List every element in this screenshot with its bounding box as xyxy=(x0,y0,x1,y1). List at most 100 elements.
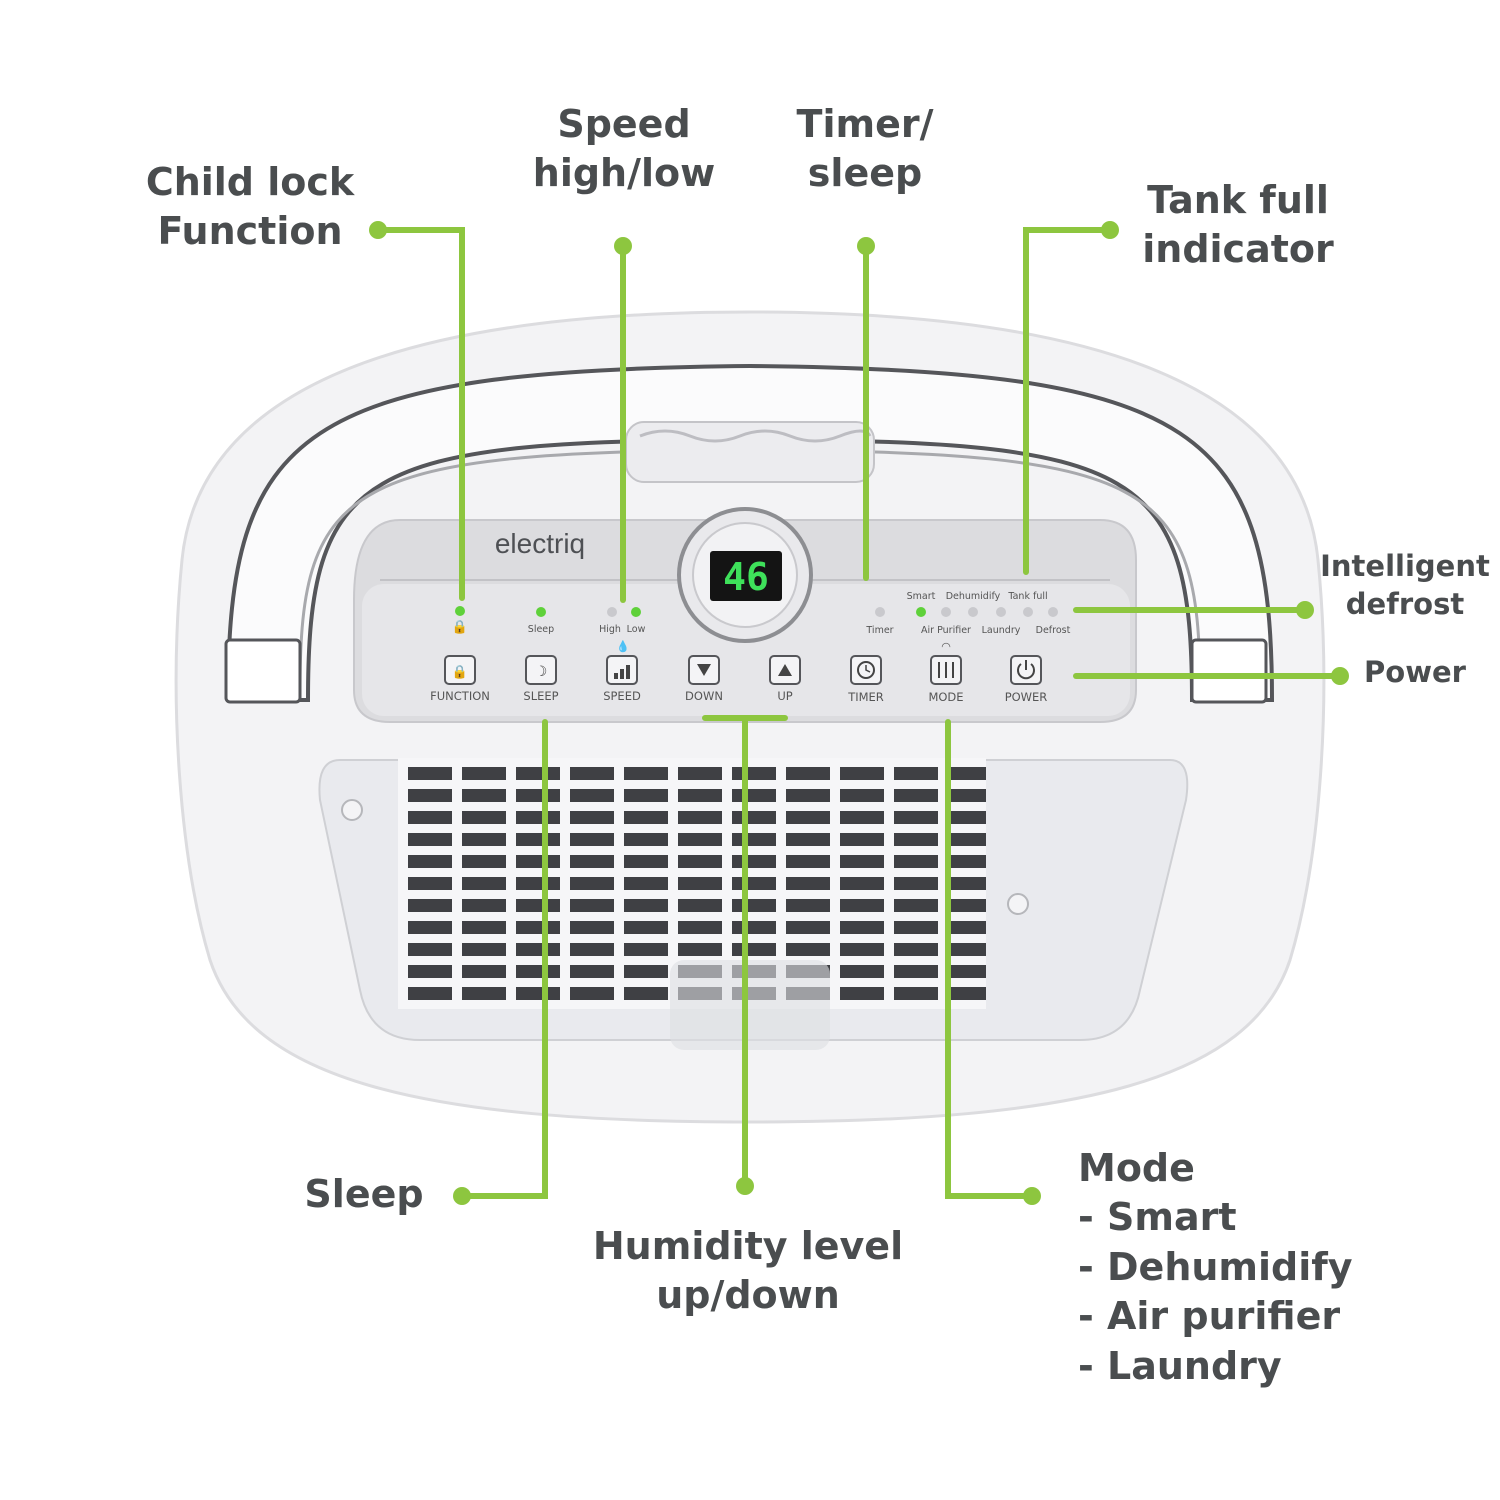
air-purifier-indicator-label: Air Purifier xyxy=(921,625,971,636)
moon-icon: ☽ xyxy=(535,664,548,680)
button-label-mode: MODE xyxy=(928,690,963,704)
screw-left xyxy=(341,799,363,821)
button-function[interactable]: 🔒 FUNCTION xyxy=(430,655,490,703)
callout-humidity: Humidity level up/down xyxy=(580,1222,916,1321)
grille-slat-horizontal xyxy=(398,890,986,899)
button-power[interactable]: POWER xyxy=(1005,655,1048,704)
speed-bar-3 xyxy=(626,665,630,679)
callout-timer: Timer/ sleep xyxy=(760,100,970,199)
button-label-timer: TIMER xyxy=(847,690,884,704)
timer-led xyxy=(875,607,885,617)
callout-child-lock: Child lock Function xyxy=(120,158,380,257)
grille-slat-horizontal xyxy=(398,868,986,877)
laundry-led xyxy=(996,607,1006,617)
dot-sleep xyxy=(453,1187,471,1205)
callout-speed-line1: Speed xyxy=(557,102,691,146)
sleep-led xyxy=(536,607,546,617)
handle-foot-right xyxy=(1190,638,1268,704)
grille-slat-horizontal xyxy=(398,846,986,855)
callout-humidity-line1: Humidity level xyxy=(592,1224,904,1268)
dot-timer xyxy=(857,237,875,255)
callout-defrost-line2: defrost xyxy=(1345,586,1465,621)
arrow-up-icon xyxy=(778,664,792,676)
leader-lines xyxy=(375,227,1343,1199)
power-icon xyxy=(1017,663,1035,680)
air-purifier-led xyxy=(941,607,951,617)
laundry-indicator-label: Laundry xyxy=(982,625,1021,636)
button-down[interactable]: DOWN xyxy=(685,655,723,703)
grille-slat-horizontal xyxy=(398,780,986,789)
grille-slat-horizontal xyxy=(398,758,986,767)
humidity-display-value: 46 xyxy=(723,555,769,599)
speed-bars-icon xyxy=(614,673,618,679)
speed-low-led xyxy=(631,607,641,617)
handle-foot-left xyxy=(224,638,302,704)
sliders-icon xyxy=(938,662,954,678)
button-label-up: UP xyxy=(777,689,792,703)
grip-ridges xyxy=(639,429,872,443)
callout-mode: Mode - Smart - Dehumidify - Air purifier… xyxy=(1078,1144,1378,1391)
callout-child-lock-line2: Function xyxy=(157,209,343,254)
outer-handle xyxy=(225,363,1275,702)
callout-sleep: Sleep xyxy=(304,1172,424,1216)
grille-slat-vertical xyxy=(884,758,894,1008)
clock-icon xyxy=(857,661,875,679)
grille-slat-vertical xyxy=(830,758,840,1008)
speed-high-led xyxy=(607,607,617,617)
arrow-down-icon xyxy=(697,664,711,676)
mode-item-air-purifier: - Air purifier xyxy=(1078,1294,1341,1339)
callout-tank-full: Tank full indicator xyxy=(1118,176,1358,275)
button-up[interactable]: UP xyxy=(769,655,801,703)
water-drop-icon: 💧 xyxy=(616,640,630,653)
callout-speed: Speed high/low xyxy=(500,100,748,199)
button-label-down: DOWN xyxy=(685,689,723,703)
leader-humidity xyxy=(702,715,788,1189)
smart-led xyxy=(916,607,926,617)
leader-tank-full xyxy=(1023,227,1113,575)
callout-child-lock-line1: Child lock xyxy=(145,160,355,204)
grille-slat-horizontal xyxy=(398,824,986,833)
padlock-icon: 🔒 xyxy=(452,665,468,680)
dot-child-lock xyxy=(369,221,387,239)
leader-child-lock xyxy=(375,227,465,601)
grille-slat-vertical xyxy=(938,758,948,1008)
callout-timer-line2: sleep xyxy=(807,151,923,196)
grille-slat-horizontal xyxy=(398,802,986,811)
lock-icon: 🔒 xyxy=(452,620,468,635)
callout-power: Power xyxy=(1364,655,1466,689)
callout-tank-full-line1: Tank full xyxy=(1147,178,1329,222)
humidity-display xyxy=(710,551,782,601)
dot-mode xyxy=(1023,1187,1041,1205)
water-tank xyxy=(670,960,830,1050)
wifi-icon: ◠ xyxy=(941,640,951,653)
tank-full-led xyxy=(1023,607,1033,617)
grille-slat-vertical xyxy=(722,758,732,1008)
callout-speed-line2: high/low xyxy=(532,151,716,196)
dot-tank-full xyxy=(1101,221,1119,239)
tank-full-indicator-label: Tank full xyxy=(1007,591,1047,602)
callout-defrost-line1: Intelligent xyxy=(1320,549,1490,583)
callout-mode-title: Mode xyxy=(1078,1146,1195,1190)
button-label-function: FUNCTION xyxy=(430,689,490,703)
grille-slat-vertical xyxy=(452,758,462,1008)
button-speed[interactable]: SPEED xyxy=(603,655,641,703)
button-mode[interactable]: MODE xyxy=(928,655,964,704)
clock-hands xyxy=(865,665,871,673)
callout-timer-line1: Timer/ xyxy=(796,102,934,146)
callout-humidity-line2: up/down xyxy=(656,1273,840,1318)
button-sleep[interactable]: ☽ SLEEP xyxy=(523,655,559,703)
grille-slat-vertical xyxy=(614,758,624,1008)
grille-slat-vertical xyxy=(668,758,678,1008)
sleep-indicator-label: Sleep xyxy=(528,624,554,635)
child-lock-led xyxy=(455,606,465,616)
dot-speed xyxy=(614,237,632,255)
button-timer[interactable]: TIMER xyxy=(847,655,884,704)
dehumidify-led xyxy=(968,607,978,617)
defrost-indicator-label: Defrost xyxy=(1036,625,1071,636)
smart-indicator-label: Smart xyxy=(907,591,936,602)
mode-item-smart: - Smart xyxy=(1078,1195,1237,1240)
dot-power xyxy=(1331,667,1349,685)
callout-tank-full-line2: indicator xyxy=(1142,227,1334,272)
button-label-speed: SPEED xyxy=(603,689,641,703)
